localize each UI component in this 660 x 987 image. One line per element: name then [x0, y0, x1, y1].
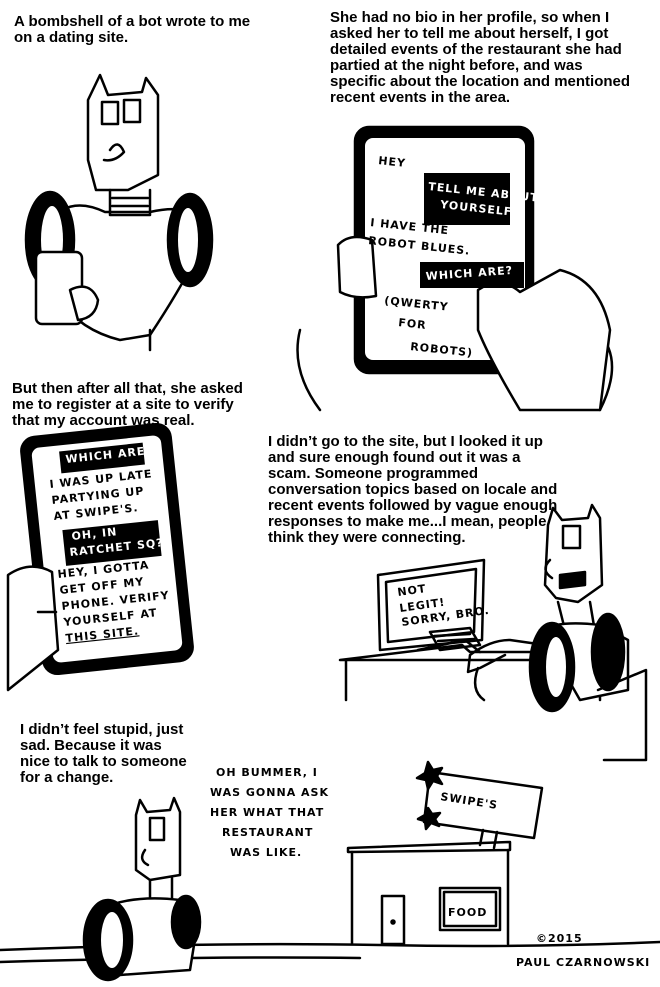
chat2-line-5: OH, IN: [71, 525, 118, 543]
speech-line-1: OH BUMMER, I: [216, 766, 318, 779]
screen-line-2: LEGIT!: [399, 596, 447, 615]
screen-line-1: NOT: [397, 582, 428, 599]
caption-panel-5: I didn’t feel stupid, just sad. Because …: [20, 721, 187, 786]
chat1-line-6: WHICH ARE?: [425, 264, 513, 283]
speech-line-2: WAS GONNA ASK: [210, 786, 329, 799]
window-sign: FOOD: [448, 906, 487, 919]
chat1-line-8: FOR: [398, 316, 428, 332]
speech-line-5: WAS LIKE.: [230, 846, 302, 859]
caption-panel-4: I didn’t go to the site, but I looked it…: [268, 433, 558, 546]
hands-holding-phone: [296, 125, 614, 412]
credit-artist: PAUL CZARNOWSKI: [516, 956, 650, 969]
hand-holding-phone: [6, 422, 194, 692]
caption-panel-2: She had no bio in her profile, so when I…: [330, 9, 631, 106]
robot-at-computer: [338, 503, 648, 762]
speech-line-4: RESTAURANT: [222, 826, 313, 839]
speech-line-3: HER WHAT THAT: [210, 806, 324, 819]
credit-year: ©2015: [536, 932, 583, 945]
robot-outside-restaurant: [0, 760, 660, 982]
chat1-line-1: HEY: [378, 154, 407, 170]
robot-with-phone: [24, 73, 214, 352]
caption-panel-1: A bombshell of a bot wrote to me on a da…: [14, 13, 251, 46]
